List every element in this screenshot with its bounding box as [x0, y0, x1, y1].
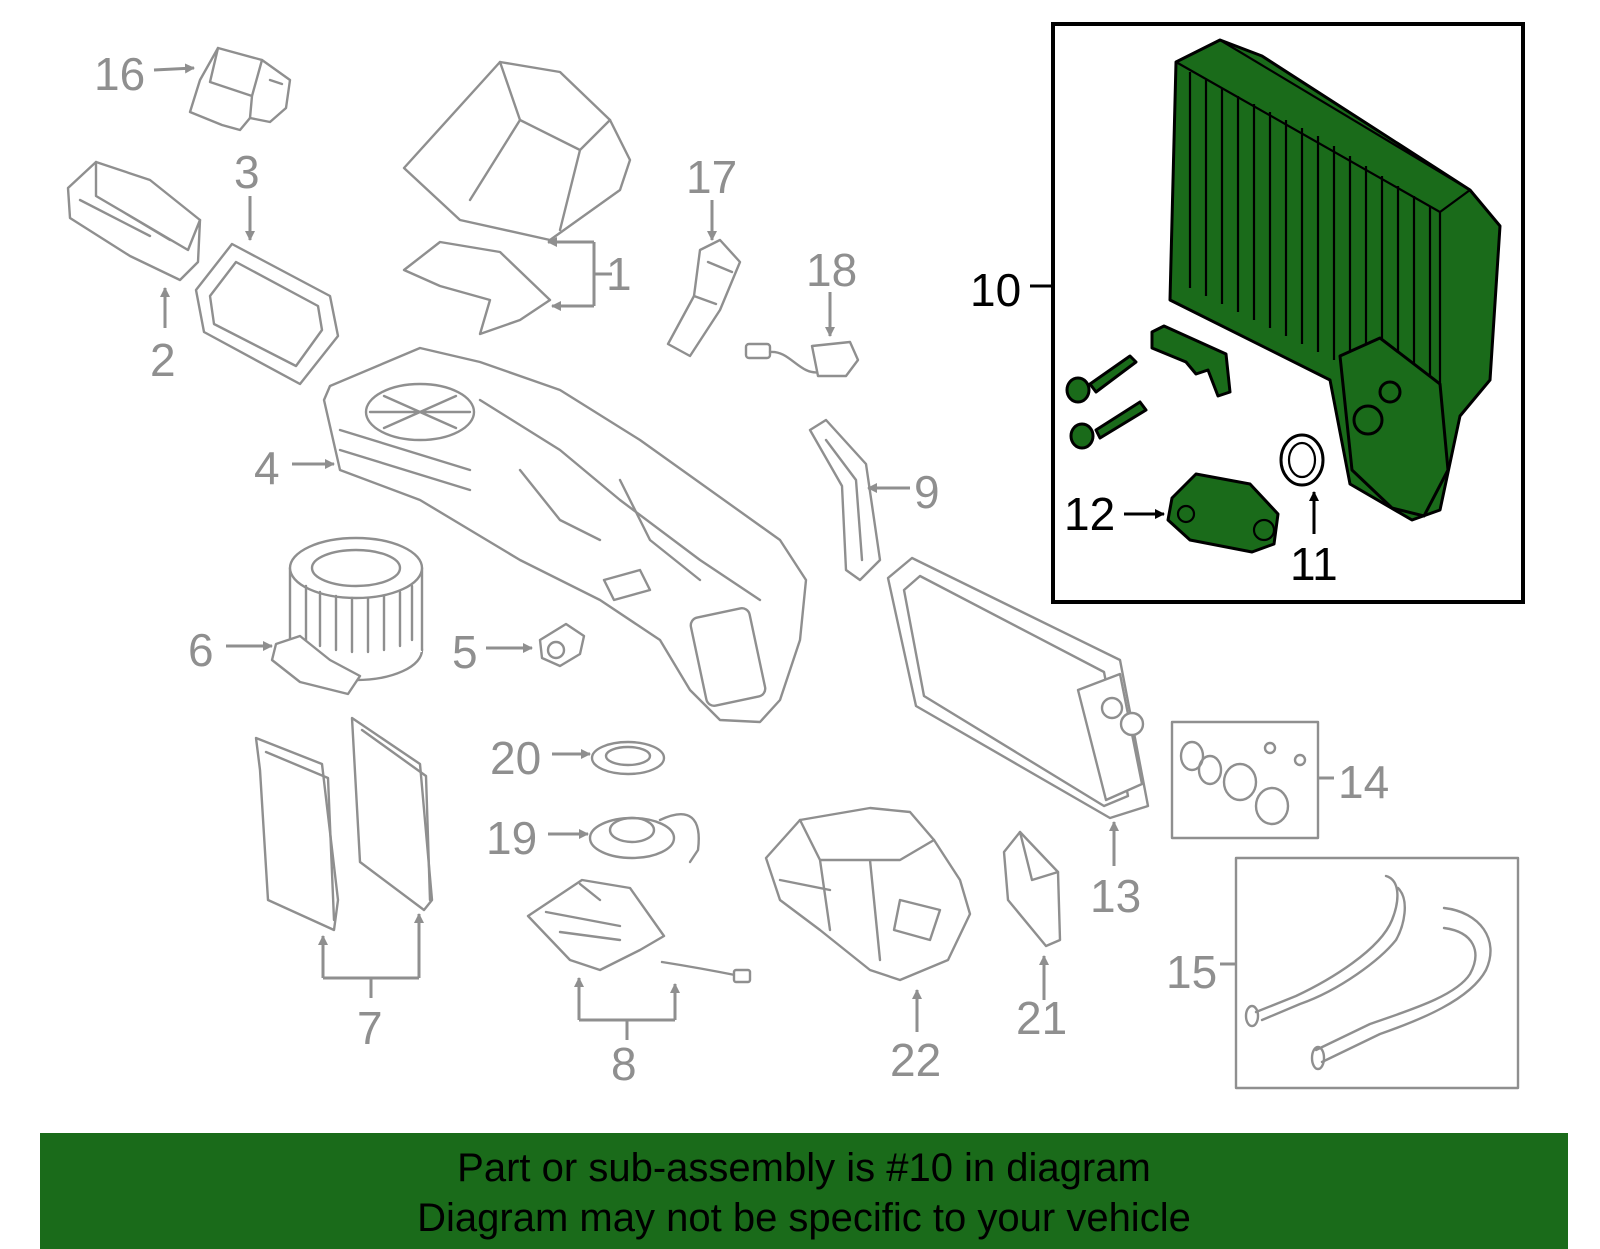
callout-6: 6 [188, 624, 214, 676]
callout-11: 11 [1290, 538, 1338, 590]
part-13-heater-core: 13 [886, 556, 1150, 922]
callout-8: 8 [611, 1038, 637, 1090]
part-3-seal-frame: 3 [194, 146, 340, 386]
callout-4: 4 [254, 442, 280, 494]
callout-5: 5 [452, 626, 478, 678]
callout-1: 1 [606, 248, 632, 300]
part-19-grommet: 19 [486, 812, 700, 864]
callout-9: 9 [914, 466, 940, 518]
banner-line-1: Part or sub-assembly is #10 in diagram [457, 1146, 1151, 1190]
callout-13: 13 [1090, 870, 1141, 922]
banner-line-2: Diagram may not be specific to your vehi… [417, 1196, 1191, 1240]
callout-7: 7 [357, 1002, 383, 1054]
callout-10: 10 [970, 264, 1021, 316]
part-1-air-duct: 1 [402, 60, 632, 336]
callout-12: 12 [1064, 488, 1115, 540]
part-2-filter-cover: 2 [66, 160, 202, 386]
callout-22: 22 [890, 1034, 941, 1086]
callout-15: 15 [1166, 946, 1217, 998]
part-20-ring: 20 [490, 732, 666, 784]
part-22-rear-housing: 22 [764, 806, 972, 1086]
part-18-temp-sensor: 18 [744, 244, 860, 378]
part-7-cabin-filters: 7 [254, 716, 434, 1054]
part-14-seal-kit: 14 [1170, 720, 1389, 840]
callout-17: 17 [686, 151, 737, 203]
callout-16: 16 [94, 48, 145, 100]
part-16-sensor: 16 [94, 46, 292, 132]
callout-19: 19 [486, 812, 537, 864]
part-21-seal: 21 [1002, 830, 1067, 1044]
part-6-blower-motor: 6 [188, 536, 424, 696]
part-17-bracket: 17 [666, 151, 742, 358]
callout-18: 18 [806, 244, 857, 296]
callout-14: 14 [1338, 756, 1389, 808]
callout-3: 3 [234, 146, 260, 198]
callout-21: 21 [1016, 992, 1067, 1044]
part-10-evaporator-box: 10 12 11 [970, 22, 1525, 604]
part-15-hoses: 15 [1166, 856, 1520, 1090]
part-4-hvac-housing: 4 [254, 346, 808, 724]
part-9-seal-strip: 9 [808, 418, 940, 582]
notice-banner: Part or sub-assembly is #10 in diagram D… [40, 1133, 1568, 1249]
part-8-plate: 8 [526, 878, 752, 1090]
callout-2: 2 [150, 334, 176, 386]
part-5-actuator: 5 [452, 622, 586, 678]
callout-20: 20 [490, 732, 541, 784]
